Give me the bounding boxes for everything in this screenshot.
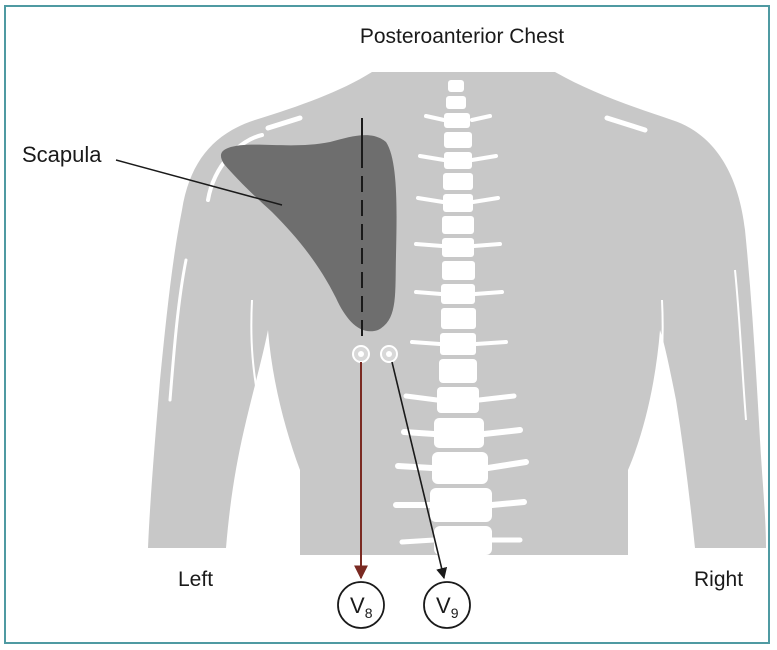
- electrode-v9: [381, 346, 397, 362]
- lead-v8-badge: V8: [338, 582, 384, 628]
- lead-v9-sub: 9: [451, 605, 459, 621]
- left-side-label: Left: [178, 568, 213, 591]
- right-side-label: Right: [694, 568, 743, 591]
- lead-v9-letter: V: [436, 593, 451, 618]
- lead-v8-letter: V: [350, 593, 365, 618]
- electrode-v8: [353, 346, 369, 362]
- lead-v9-badge: V9: [424, 582, 470, 628]
- diagram-title: Posteroanterior Chest: [360, 25, 564, 48]
- scapula-label: Scapula: [22, 142, 102, 167]
- lead-v8-sub: 8: [365, 605, 373, 621]
